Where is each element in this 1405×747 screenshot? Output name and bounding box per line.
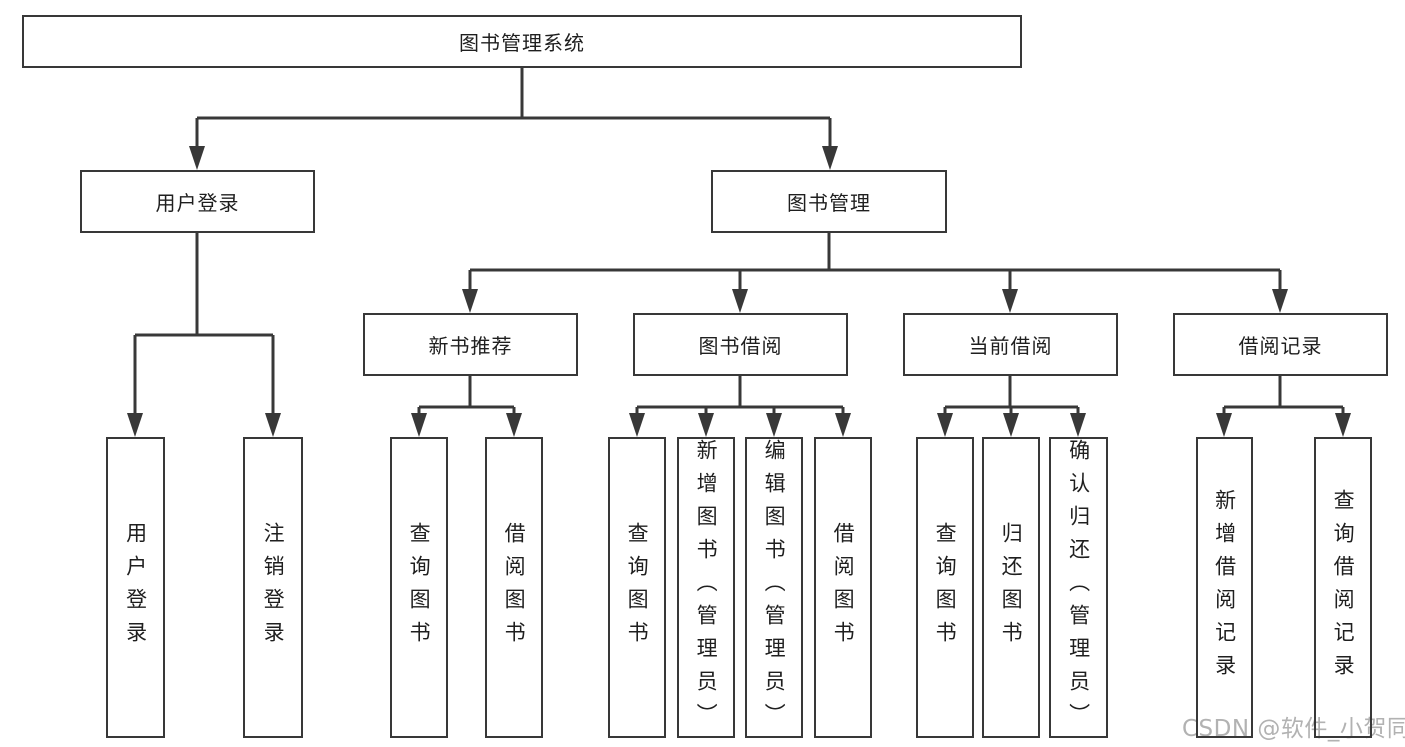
- leaf-borrow-books-recommend-label: 借阅图书: [502, 521, 527, 654]
- leaf-user-login: 用户登录: [106, 437, 165, 738]
- leaf-confirm-return-admin-label: 确认归还（管理员）: [1066, 439, 1091, 736]
- leaf-query-borrow-record-label: 查询借阅记录: [1331, 488, 1356, 687]
- node-current-borrow: 当前借阅: [903, 313, 1118, 376]
- leaf-logout-login-label: 注销登录: [261, 521, 286, 654]
- node-book-management: 图书管理: [711, 170, 947, 233]
- leaf-add-borrow-record-label: 新增借阅记录: [1212, 488, 1237, 687]
- leaf-edit-books-admin: 编辑图书（管理员）: [745, 437, 803, 738]
- leaf-borrow-books-label: 借阅图书: [831, 521, 856, 654]
- leaf-add-books-admin-label: 新增图书（管理员）: [694, 439, 719, 736]
- node-new-book-recommend: 新书推荐: [363, 313, 578, 376]
- leaf-add-borrow-record: 新增借阅记录: [1196, 437, 1253, 738]
- leaf-query-books-recommend: 查询图书: [390, 437, 448, 738]
- leaf-query-books-borrow: 查询图书: [608, 437, 666, 738]
- node-book-borrow: 图书借阅: [633, 313, 848, 376]
- leaf-borrow-books-recommend: 借阅图书: [485, 437, 543, 738]
- leaf-user-login-label: 用户登录: [123, 521, 148, 654]
- leaf-query-borrow-record: 查询借阅记录: [1314, 437, 1372, 738]
- leaf-add-books-admin: 新增图书（管理员）: [677, 437, 735, 738]
- leaf-logout-login: 注销登录: [243, 437, 303, 738]
- leaf-query-books-borrow-label: 查询图书: [625, 521, 650, 654]
- leaf-return-books-label: 归还图书: [999, 521, 1024, 654]
- csdn-watermark: CSDN @软件_小贺同学: [1182, 716, 1405, 742]
- node-library-system: 图书管理系统: [22, 15, 1022, 68]
- leaf-return-books: 归还图书: [982, 437, 1040, 738]
- node-borrow-record: 借阅记录: [1173, 313, 1388, 376]
- leaf-confirm-return-admin: 确认归还（管理员）: [1049, 437, 1108, 738]
- leaf-query-books-current: 查询图书: [916, 437, 974, 738]
- leaf-edit-books-admin-label: 编辑图书（管理员）: [762, 439, 787, 736]
- leaf-query-books-current-label: 查询图书: [933, 521, 958, 654]
- node-user-login: 用户登录: [80, 170, 315, 233]
- leaf-query-books-recommend-label: 查询图书: [407, 521, 432, 654]
- leaf-borrow-books: 借阅图书: [814, 437, 872, 738]
